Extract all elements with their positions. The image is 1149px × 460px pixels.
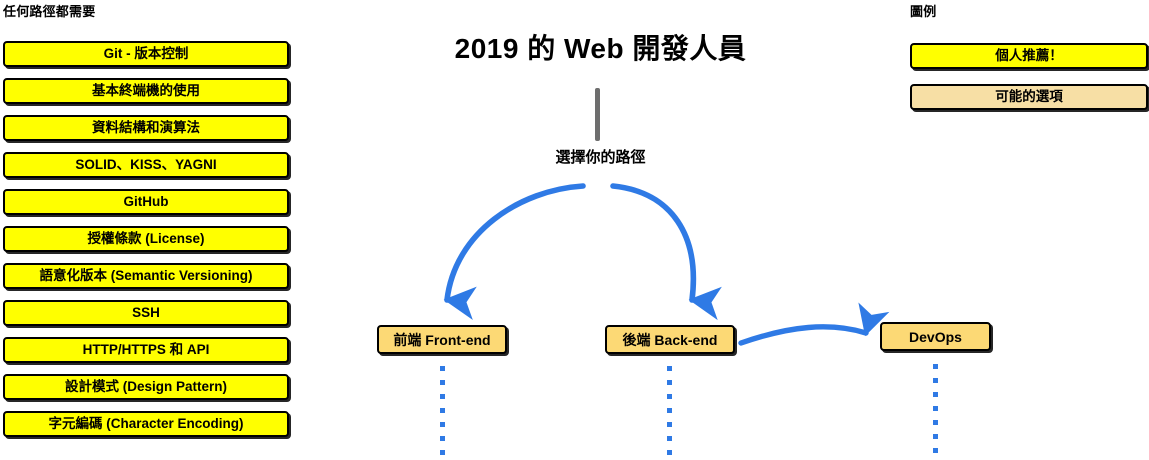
required-skill-label: 基本終端機的使用 bbox=[92, 83, 200, 99]
required-skill-label: 語意化版本 (Semantic Versioning) bbox=[39, 268, 253, 284]
required-skill-label: 授權條款 (License) bbox=[87, 231, 205, 247]
trail-dot bbox=[933, 378, 938, 383]
required-skill-label: GitHub bbox=[123, 194, 169, 210]
required-skill-box[interactable]: SOLID、KISS、YAGNI bbox=[3, 152, 289, 178]
path-node-backend[interactable]: 後端 Back-end bbox=[605, 325, 735, 354]
trail-dot bbox=[933, 364, 938, 369]
trail-dot bbox=[933, 448, 938, 453]
required-skill-box[interactable]: SSH bbox=[3, 300, 289, 326]
required-skill-label: 資料結構和演算法 bbox=[92, 120, 200, 136]
dot-trail-backend bbox=[667, 366, 672, 460]
path-node-devops-label: DevOps bbox=[909, 328, 962, 345]
trail-dot bbox=[440, 436, 445, 441]
trail-dot bbox=[667, 408, 672, 413]
required-skill-box[interactable]: 基本終端機的使用 bbox=[3, 78, 289, 104]
required-skill-box[interactable]: 資料結構和演算法 bbox=[3, 115, 289, 141]
trail-dot bbox=[933, 434, 938, 439]
required-skill-label: 字元編碼 (Character Encoding) bbox=[48, 416, 244, 432]
trail-dot bbox=[667, 380, 672, 385]
trunk-connector-line bbox=[595, 88, 600, 141]
dot-trail-frontend bbox=[440, 366, 445, 460]
required-skills-list: Git - 版本控制基本終端機的使用資料結構和演算法 SOLID、KISS、YAG… bbox=[3, 41, 289, 448]
required-skill-box[interactable]: HTTP/HTTPS 和 API bbox=[3, 337, 289, 363]
trail-dot bbox=[667, 394, 672, 399]
trail-dot bbox=[667, 366, 672, 371]
legend-heading: 圖例 bbox=[910, 4, 937, 19]
trail-dot bbox=[933, 420, 938, 425]
required-skill-box[interactable]: 授權條款 (License) bbox=[3, 226, 289, 252]
trail-dot bbox=[667, 436, 672, 441]
arrow-backend-to-devops bbox=[738, 302, 890, 346]
required-section-heading: 任何路徑都需要 bbox=[3, 4, 96, 19]
legend-item-recommended: 個人推薦！ bbox=[910, 43, 1148, 69]
legend-item-optional-label: 可能的選項 bbox=[995, 89, 1063, 105]
required-skill-box[interactable]: 字元編碼 (Character Encoding) bbox=[3, 411, 289, 437]
required-skill-label: SSH bbox=[132, 305, 160, 321]
path-node-frontend-label: 前端 Front-end bbox=[393, 331, 491, 348]
trail-dot bbox=[440, 408, 445, 413]
required-skill-box[interactable]: Git - 版本控制 bbox=[3, 41, 289, 67]
trail-dot bbox=[667, 450, 672, 455]
required-skill-label: 設計模式 (Design Pattern) bbox=[64, 379, 227, 395]
path-node-backend-label: 後端 Back-end bbox=[622, 331, 718, 348]
path-node-devops[interactable]: DevOps bbox=[880, 322, 991, 351]
trail-dot bbox=[933, 406, 938, 411]
required-skill-label: Git - 版本控制 bbox=[103, 46, 189, 62]
required-skill-label: HTTP/HTTPS 和 API bbox=[82, 342, 210, 358]
legend-item-recommended-label: 個人推薦！ bbox=[995, 48, 1063, 64]
arrow-to-backend bbox=[610, 183, 722, 321]
required-skill-box[interactable]: GitHub bbox=[3, 189, 289, 215]
trail-dot bbox=[440, 394, 445, 399]
trail-dot bbox=[440, 450, 445, 455]
path-node-frontend[interactable]: 前端 Front-end bbox=[377, 325, 507, 354]
legend-item-optional: 可能的選項 bbox=[910, 84, 1148, 110]
page-title: 2019 的 Web 開發人員 bbox=[454, 33, 747, 64]
required-skill-box[interactable]: 設計模式 (Design Pattern) bbox=[3, 374, 289, 400]
choose-path-label: 選擇你的路徑 bbox=[555, 149, 646, 166]
trail-dot bbox=[440, 380, 445, 385]
arrow-to-frontend bbox=[443, 183, 586, 320]
required-skill-label: SOLID、KISS、YAGNI bbox=[75, 157, 217, 173]
trail-dot bbox=[667, 422, 672, 427]
trail-dot bbox=[933, 392, 938, 397]
dot-trail-devops bbox=[933, 364, 938, 460]
trail-dot bbox=[440, 422, 445, 427]
trail-dot bbox=[440, 366, 445, 371]
required-skill-box[interactable]: 語意化版本 (Semantic Versioning) bbox=[3, 263, 289, 289]
